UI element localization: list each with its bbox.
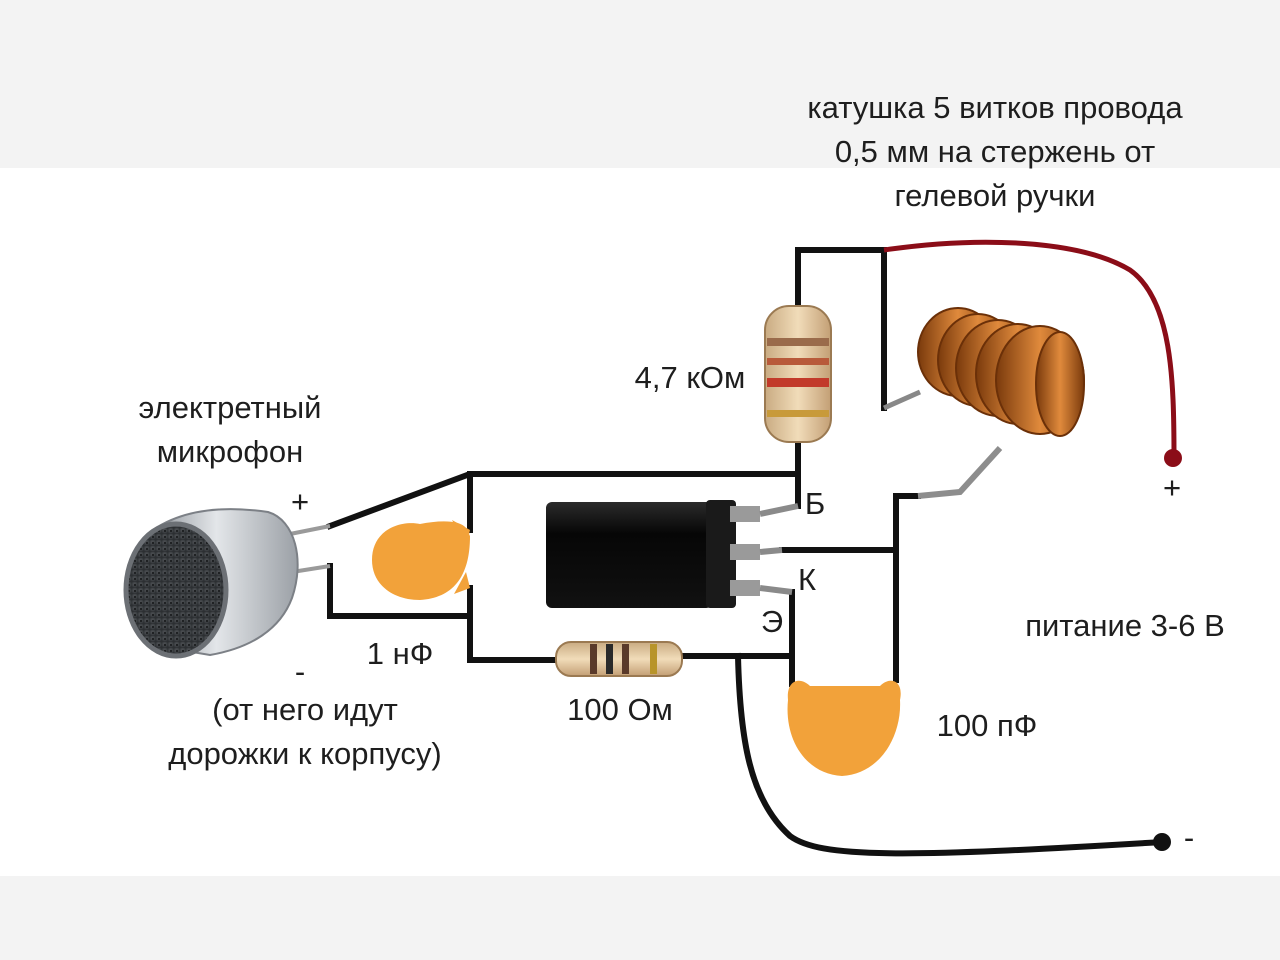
mic-label-line-1: электретный xyxy=(138,390,322,425)
pin-base-label: Б xyxy=(804,486,826,521)
coil xyxy=(882,307,1085,499)
capacitor-1nf xyxy=(372,520,470,600)
capacitor-100pf xyxy=(787,680,901,776)
coil-label-line-1: катушка 5 витков провода xyxy=(807,90,1183,125)
pin-emitter-label: Э xyxy=(760,604,784,639)
microphone xyxy=(123,508,331,659)
wires xyxy=(326,247,1166,857)
mic-note-line-1: (от него идут xyxy=(212,692,398,727)
wire-cap1-bottom xyxy=(467,585,563,663)
mic-label-line-2: микрофон xyxy=(156,434,304,469)
coil-label-line-2: 0,5 мм на стержень от xyxy=(834,134,1156,169)
wire-ground xyxy=(734,652,1166,857)
resistor-4-7k xyxy=(764,305,832,443)
wire-top xyxy=(795,247,887,313)
power-label: питание 3-6 В xyxy=(1025,608,1225,643)
resistor-4-7k-label: 4,7 кОм xyxy=(634,360,746,395)
coil-label-line-3: гелевой ручки xyxy=(894,178,1096,213)
pin-collector-label: К xyxy=(797,562,817,597)
power-plus-label: + xyxy=(1162,470,1182,505)
wire-mic-minus xyxy=(327,563,473,619)
mic-plus-label: + xyxy=(290,484,310,519)
cap-100pf-label: 100 пФ xyxy=(936,708,1038,743)
cap-1nf-label: 1 нФ xyxy=(366,636,434,671)
resistor-100-ohm xyxy=(555,641,683,677)
resistor-100-label: 100 Ом xyxy=(567,692,673,727)
terminal-minus xyxy=(1153,833,1171,851)
wire-positive xyxy=(883,239,1177,459)
mic-note-line-2: дорожки к корпусу) xyxy=(168,736,442,771)
wire-right-bus xyxy=(893,493,921,683)
transistor xyxy=(546,500,799,608)
terminal-plus xyxy=(1164,449,1182,467)
mic-minus-label: - xyxy=(294,654,306,689)
power-minus-label: - xyxy=(1183,820,1195,855)
